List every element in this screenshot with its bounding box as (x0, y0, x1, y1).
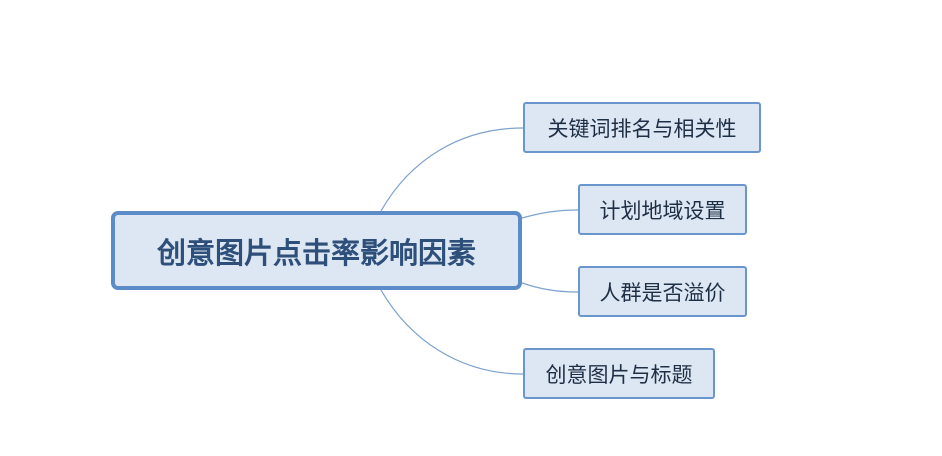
subtopic-label: 关键词排名与相关性 (547, 116, 737, 141)
subtopic-region-setting[interactable]: 计划地域设置 (578, 184, 747, 235)
subtopic-audience-premium[interactable]: 人群是否溢价 (578, 266, 747, 317)
root-topic-label: 创意图片点击率影响因素 (156, 235, 476, 270)
connector-root-to-child-1 (380, 127, 524, 212)
connector-root-to-child-3 (521, 282, 579, 293)
root-topic[interactable]: 创意图片点击率影响因素 (111, 211, 522, 290)
connector-root-to-child-4 (380, 289, 524, 375)
subtopic-creative-image-title[interactable]: 创意图片与标题 (523, 348, 715, 399)
subtopic-label: 人群是否溢价 (599, 280, 726, 305)
subtopic-label: 创意图片与标题 (545, 362, 693, 387)
subtopic-keyword-ranking[interactable]: 关键词排名与相关性 (523, 102, 761, 153)
connector-root-to-child-2 (521, 209, 579, 219)
subtopic-label: 计划地域设置 (599, 198, 726, 223)
